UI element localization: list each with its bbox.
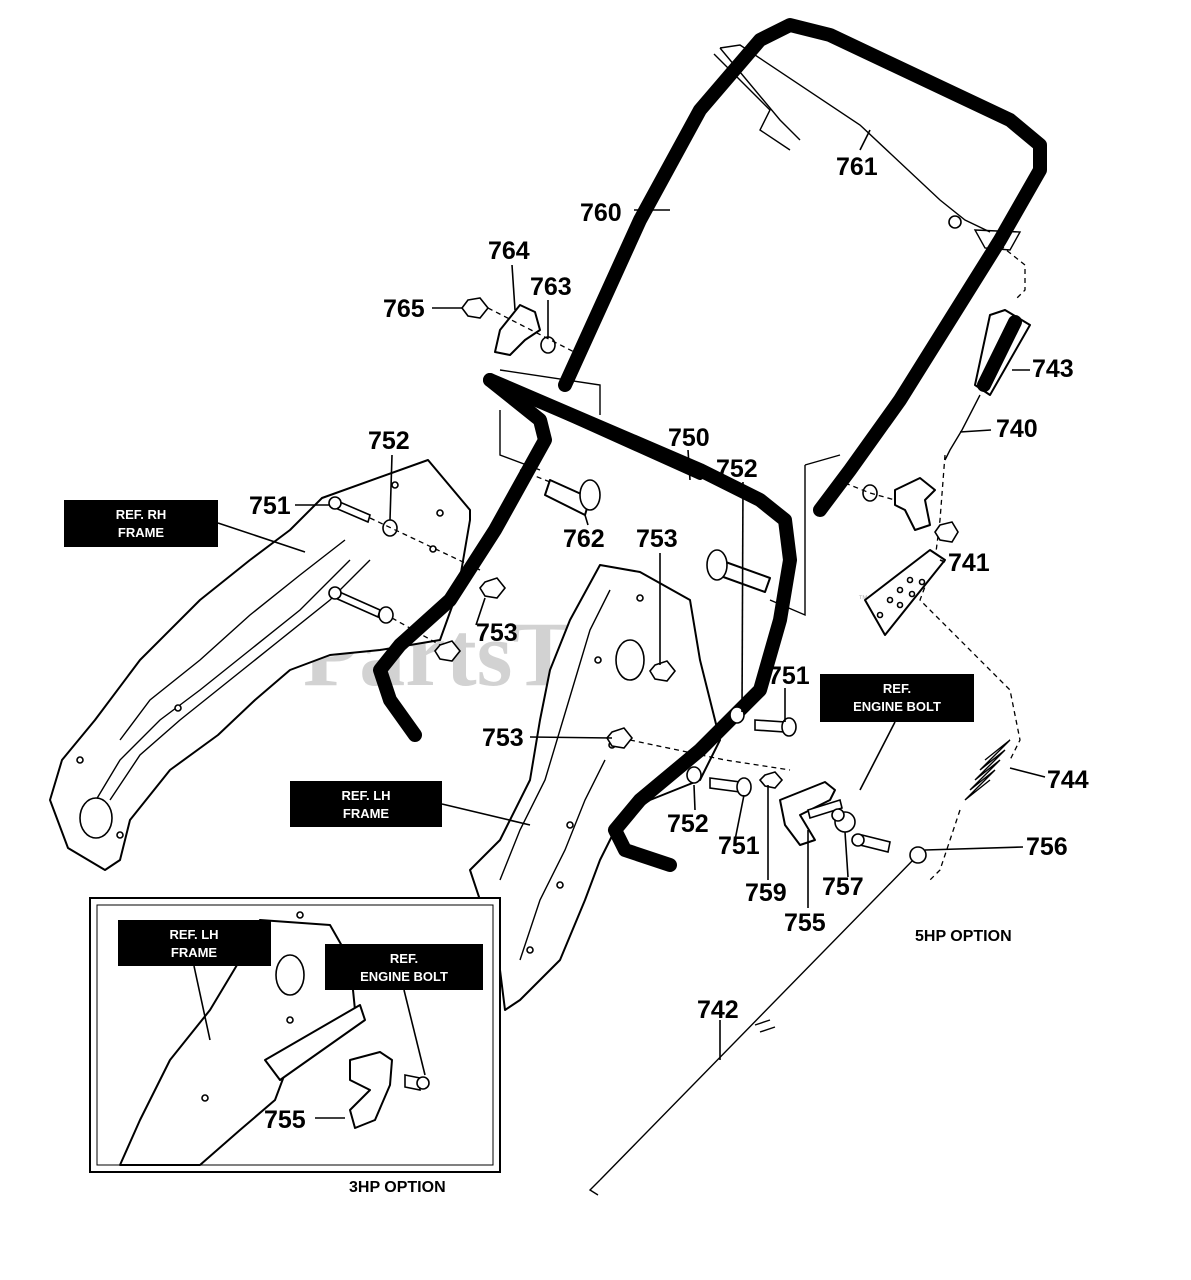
label-763: 763 [530,273,572,301]
ref-inset-engine-line2: ENGINE BOLT [360,969,448,984]
label-751-c: 751 [718,832,760,860]
ref-inset-lh-line2: FRAME [171,945,218,960]
ref-engine-line1: REF. [883,681,911,696]
label-765: 765 [383,295,425,323]
caption-3hp-option: 3HP OPTION [349,1179,446,1196]
leader-lines [295,129,1046,1119]
label-753-b: 753 [476,619,518,647]
ref-lh-line2: FRAME [343,806,390,821]
ref-engine-line2: ENGINE BOLT [853,699,941,714]
ref-box-inset-engine-bolt: REF. ENGINE BOLT [325,944,483,1076]
part-labels: 760 761 764 763 765 743 740 750 752 752 … [249,153,1089,1134]
label-755-a: 755 [784,909,826,937]
ref-box-engine-bolt: REF. ENGINE BOLT [820,674,974,791]
label-752-b: 752 [716,455,758,483]
label-757: 757 [822,873,864,901]
label-764: 764 [488,237,530,265]
ref-inset-engine-line1: REF. [390,951,418,966]
hardware [328,297,959,853]
ref-rh-line1: REF. RH [116,507,167,522]
label-755-b: 755 [264,1106,306,1134]
label-753-a: 753 [636,525,678,553]
bail-761 [713,44,1022,251]
label-759: 759 [745,879,787,907]
ref-lh-line1: REF. LH [341,788,390,803]
inset-3hp-option [89,897,501,1173]
label-756: 756 [1026,833,1068,861]
watermark-trademark: ™ [858,594,868,605]
label-743: 743 [1032,355,1074,383]
label-753-c: 753 [482,724,524,752]
caption-5hp-option: 5HP OPTION [915,928,1012,945]
label-741: 741 [948,549,990,577]
label-762: 762 [563,525,605,553]
label-744: 744 [1047,766,1089,794]
ref-box-rh-frame: REF. RH FRAME [64,500,306,553]
ref-box-lh-frame: REF. LH FRAME [290,781,531,827]
alignment-lines [499,369,841,617]
label-750: 750 [668,424,710,452]
label-742: 742 [697,996,739,1024]
lower-handle-750 [373,373,797,872]
label-760: 760 [580,199,622,227]
label-740: 740 [996,415,1038,443]
ref-box-inset-lh-frame: REF. LH FRAME [118,920,271,1041]
ref-rh-line2: FRAME [118,525,165,540]
label-751-b: 751 [768,662,810,690]
label-752-a: 752 [368,427,410,455]
label-752-c: 752 [667,810,709,838]
label-761: 761 [836,153,878,181]
upper-handle-760 [558,18,1047,517]
cable-assembly [588,244,1031,1196]
bracket-741 [864,549,946,636]
label-751-a: 751 [249,492,291,520]
ref-inset-lh-line1: REF. LH [169,927,218,942]
